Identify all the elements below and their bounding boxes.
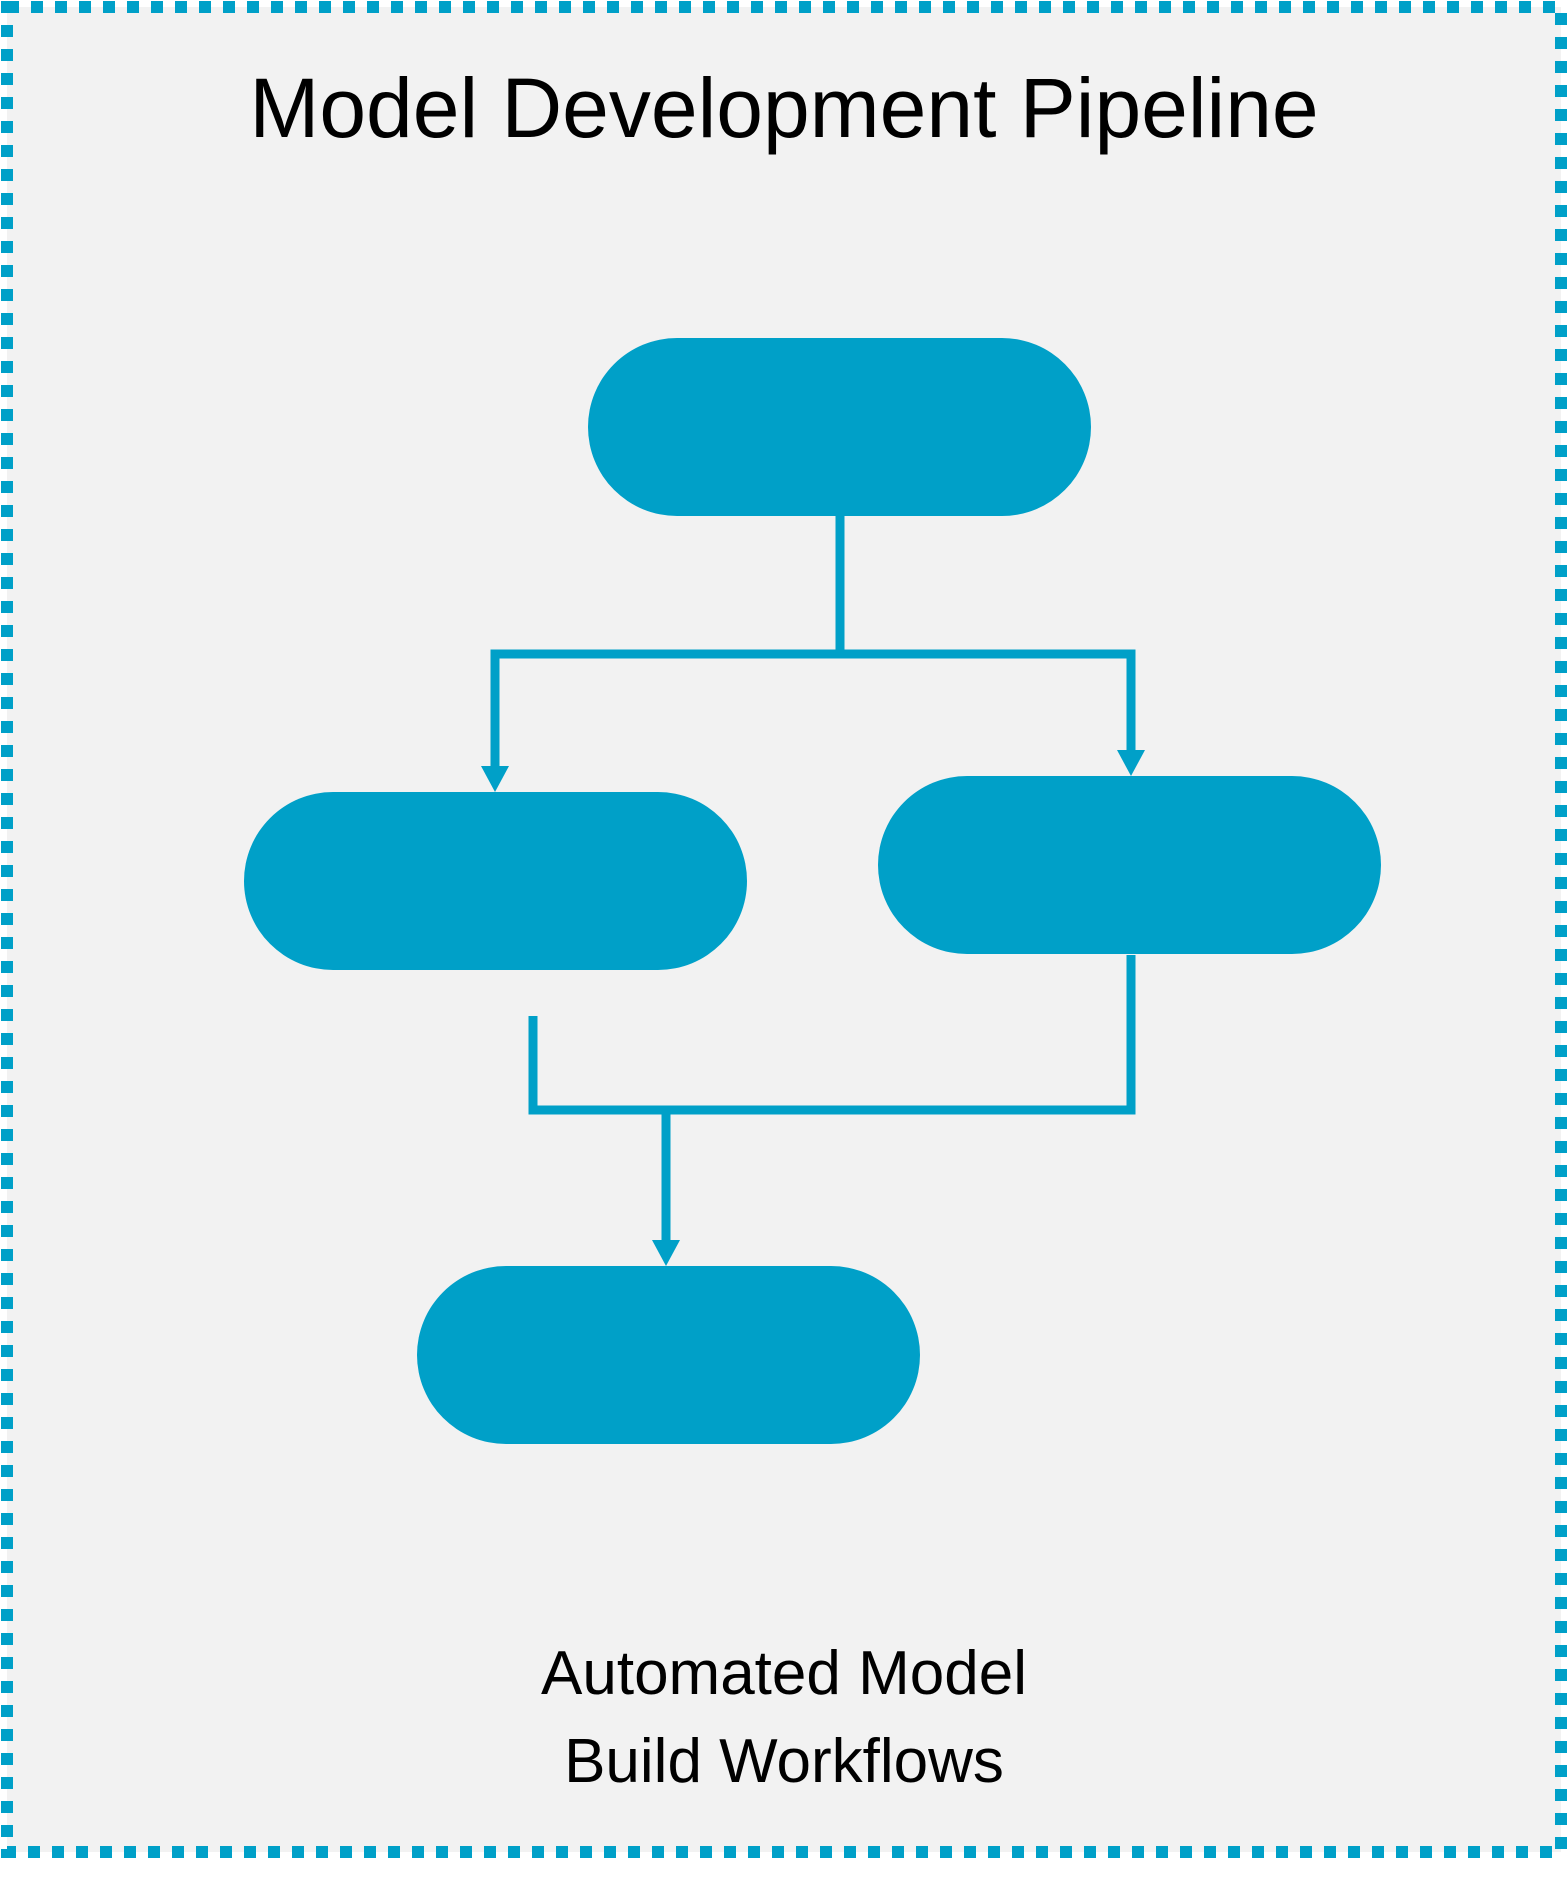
connector-top-to-left bbox=[490, 649, 840, 768]
connector-right-to-bottom bbox=[666, 955, 1136, 1115]
caption-line-2: Build Workflows bbox=[564, 1727, 1004, 1796]
arrowhead-to-left-node bbox=[481, 766, 509, 792]
node-bottom bbox=[417, 1266, 920, 1444]
caption-line-1: Automated Model bbox=[541, 1639, 1027, 1708]
node-top bbox=[588, 338, 1091, 516]
node-middle-right bbox=[878, 776, 1381, 954]
diagram-caption: Automated Model Build Workflows bbox=[0, 1630, 1568, 1806]
arrowhead-to-right-node bbox=[1117, 750, 1145, 776]
connector-top-to-right bbox=[840, 649, 1136, 752]
arrowhead-to-bottom-node bbox=[652, 1240, 680, 1266]
connector-left-to-bottom bbox=[528, 1016, 666, 1115]
node-middle-left bbox=[244, 792, 747, 970]
diagram-title: Model Development Pipeline bbox=[249, 61, 1319, 155]
